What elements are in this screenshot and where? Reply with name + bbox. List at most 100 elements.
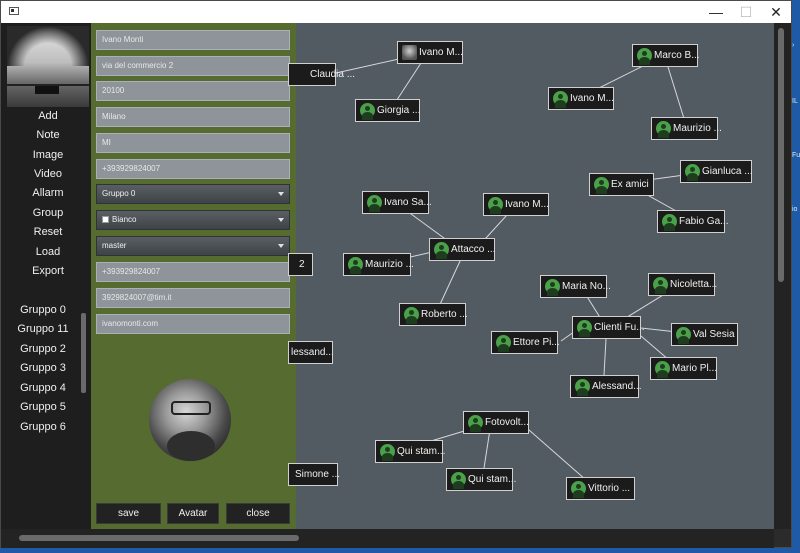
node-fotovolt[interactable]: Fotovolt... [463,411,529,434]
scroll-thumb[interactable] [19,535,299,541]
menu-load[interactable]: Load [35,246,61,258]
branch-select[interactable]: master [96,236,290,256]
node-vittorio[interactable]: Vittorio ... [566,477,635,500]
maximize-button[interactable]: ☐ [739,4,753,20]
group-item[interactable]: Gruppo 11 [17,323,69,335]
node-ivano-m-mid[interactable]: Ivano M... [483,193,549,216]
phone2-field[interactable]: +393929824007 [96,262,290,282]
scroll-thumb[interactable] [778,28,784,282]
branch-select-value: master [102,241,127,250]
node-label: 2 [299,259,305,270]
phone-field[interactable]: +393929824007 [96,159,290,179]
node-label: Ivano M... [419,47,463,58]
avatar-button[interactable]: Avatar [167,503,219,524]
node-alessand[interactable]: Alessand... [570,375,642,398]
node-label: Qui stam... [468,474,517,485]
node-label: Alessand... [592,381,642,392]
node-alessand-partial[interactable]: lessand... [288,341,334,364]
node-label: Mario Pl... [672,363,718,374]
node-roberto[interactable]: Roberto ... [399,303,468,326]
node-nicoletta[interactable]: Nicoletta... [648,273,717,296]
menu-image[interactable]: Image [32,149,64,161]
menu-video[interactable]: Video [34,168,62,180]
background-text: Fu [792,152,800,159]
group-item[interactable]: Gruppo 4 [20,382,66,394]
group-select-value: Gruppo 0 [102,189,136,198]
chevron-down-icon [278,244,284,248]
group-item[interactable]: Gruppo 5 [20,401,66,413]
contact-icon [360,103,375,120]
chevron-down-icon [278,192,284,196]
node-partial-2[interactable]: 2 [288,253,313,276]
photo-rail [7,84,89,86]
name-field[interactable]: Ivano Monti [96,30,290,50]
website-field[interactable]: ivanomonti.com [96,314,290,334]
menu-export[interactable]: Export [32,265,64,277]
contact-icon [496,335,511,352]
node-qui-stam-2[interactable]: Qui stam... [446,468,517,491]
contact-icon [662,214,677,231]
node-label: Qui stam... [397,446,446,457]
contact-icon [348,257,363,274]
close-window-button[interactable]: ✕ [770,4,782,20]
node-ivano-m-right[interactable]: Ivano M... [548,87,614,110]
color-select[interactable]: Bianco [96,210,290,230]
close-button[interactable]: close [226,503,290,524]
node-marco-b[interactable]: Marco B... [632,44,700,67]
graph-canvas[interactable]: Claudia ... Ivano M... Giorgia ... Marco… [288,23,774,529]
contact-icon [404,307,419,324]
city-field[interactable]: Milano [96,107,290,127]
zip-field[interactable]: 20100 [96,81,290,101]
address-field[interactable]: via del commercio 2 [96,56,290,76]
menu-allarm[interactable]: Allarm [32,187,64,199]
node-claudia[interactable]: Claudia ... [288,63,355,86]
menu-group[interactable]: Group [32,207,64,219]
minimize-button[interactable]: — [709,4,723,20]
node-fabio-ga[interactable]: Fabio Ga... [657,210,728,233]
color-select-value: Bianco [112,215,137,224]
node-ivano-sa[interactable]: Ivano Sa... [362,191,432,214]
node-label: Val Sesia [693,329,735,340]
node-gianluca[interactable]: Gianluca ... [680,160,753,183]
group-select[interactable]: Gruppo 0 [96,184,290,204]
contact-icon [553,91,568,108]
node-giorgia[interactable]: Giorgia ... [355,99,420,122]
node-label: Giorgia ... [377,105,421,116]
node-val-sesia[interactable]: Val Sesia [671,323,738,346]
node-label: Ivano M... [505,199,549,210]
contact-icon [380,444,395,461]
node-attacco[interactable]: Attacco ... [429,238,495,261]
node-ex-amici[interactable]: Ex amici [589,173,654,196]
canvas-vertical-scrollbar[interactable] [774,23,791,529]
sidebar-scrollbar[interactable] [81,313,86,393]
node-label: Ivano M... [570,93,614,104]
group-item[interactable]: Gruppo 2 [20,343,66,355]
node-qui-stam-1[interactable]: Qui stam... [375,440,446,463]
node-ettore-pi[interactable]: Ettore Pi... [491,331,560,354]
group-item[interactable]: Gruppo 6 [20,421,66,433]
avatar [149,379,231,461]
node-maurizio-mid[interactable]: Maurizio ... [343,253,414,276]
node-clienti-fu[interactable]: Clienti Fu... [572,316,645,339]
chevron-down-icon [278,218,284,222]
canvas-horizontal-scrollbar[interactable] [1,529,774,548]
node-ivano-m-top[interactable]: Ivano M... [397,41,463,64]
node-label: Ettore Pi... [513,337,560,348]
background-text: › [792,42,795,49]
group-item[interactable]: Gruppo 3 [20,362,66,374]
province-field[interactable]: MI [96,133,290,153]
menu-reset[interactable]: Reset [33,226,63,238]
menu-note[interactable]: Note [36,129,60,141]
email-field[interactable]: 3929824007@tim.it [96,288,290,308]
group-item[interactable]: Gruppo 0 [20,304,66,316]
save-button[interactable]: save [96,503,161,524]
node-maurizio-right[interactable]: Maurizio ... [651,117,722,140]
contact-icon [577,320,592,337]
contact-icon [434,242,449,259]
color-swatch-icon [102,216,109,223]
node-maria-no[interactable]: Maria No... [540,275,611,298]
menu-add[interactable]: Add [38,110,58,122]
contact-icon [545,279,560,296]
node-simone[interactable]: Simone ... [288,463,340,486]
node-mario-pl[interactable]: Mario Pl... [650,357,717,380]
